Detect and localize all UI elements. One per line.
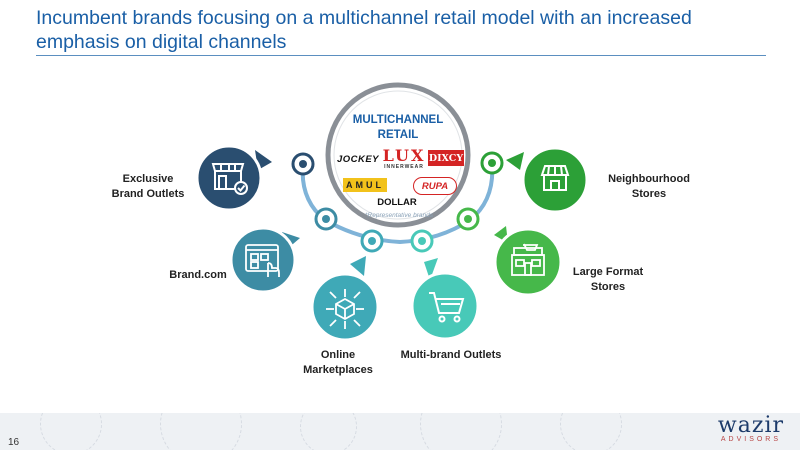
channel-arc [300,162,495,245]
wazir-logo: wazir ADVISORS [718,413,784,444]
brand-dixcy: DIXCY [428,150,464,166]
title-divider [36,55,766,56]
label-large-format-stores: Large Format Stores [572,266,644,293]
brand-dollar: DOLLAR [377,196,417,208]
box-network-icon [326,289,364,329]
bubble-neighbourhood [506,146,589,214]
brand-lux-sub: INNERWEAR [384,164,424,170]
bubble-largeformat [493,226,563,297]
brand-lux: LUX INNERWEAR [381,146,427,172]
center-heading: MULTICHANNEL RETAIL [352,114,444,141]
supermarket-icon [511,243,545,276]
slide-title: Incumbent brands focusing on a multichan… [36,7,692,53]
label-brand-com: Brand.com [169,269,227,281]
node-neighbourhood [480,151,504,175]
shopping-cart-icon [429,292,465,323]
brand-lux-name: LUX [382,146,426,165]
bubble-online [310,256,380,342]
brand-amul: AMUL [343,178,387,192]
brand-jockey: JOCKEY [336,153,380,165]
bubble-brandcom [229,226,300,294]
storefront-check-icon [211,163,248,195]
page-number: 16 [8,437,20,448]
label-neighbourhood-stores: Neighbourhood Stores [608,173,690,200]
label-online-marketplaces: Online Marketplaces [303,349,373,376]
label-exclusive-brand-outlets: Exclusive Brand Outlets [111,173,185,200]
bubble-multibrand [410,258,480,341]
node-brandcom [314,207,338,231]
footer-band [0,413,800,450]
logo-name: wazir [717,413,784,438]
label-multi-brand-outlets: Multi-brand Outlets [400,349,502,361]
website-touch-icon [245,244,280,277]
small-shop-icon [540,165,570,191]
representative-note: *Representative brands [365,212,433,219]
node-multibrand [410,229,434,253]
node-online [360,229,384,253]
node-largeformat [456,207,480,231]
node-exclusive [291,152,315,176]
bubble-exclusive [195,144,272,212]
brand-rupa: RUPA [413,177,457,195]
logo-sub: ADVISORS [720,436,782,443]
